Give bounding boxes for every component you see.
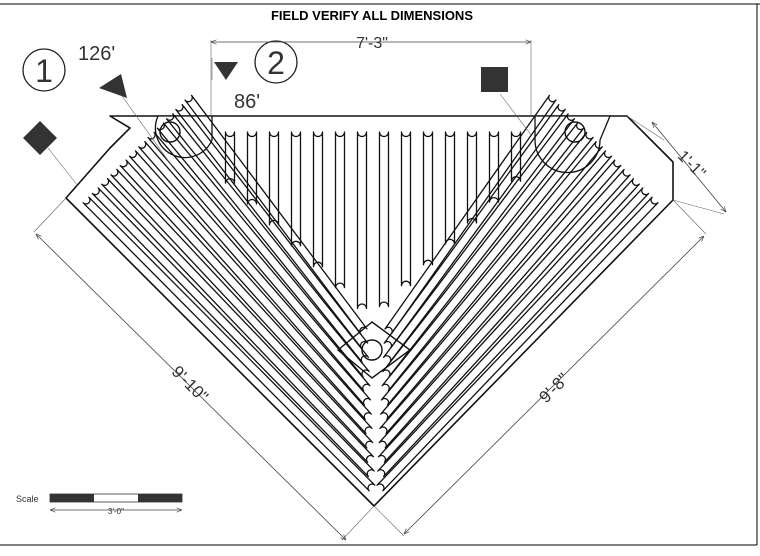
left-dim-ext-bottom	[341, 505, 375, 541]
right-diagonal-slot	[381, 131, 594, 392]
left-diagonal-slot	[147, 131, 371, 392]
drawing-title: FIELD VERIFY ALL DIMENSIONS	[271, 8, 473, 23]
left-diagonal-slot	[91, 187, 375, 478]
left-diagonal-slot	[110, 168, 374, 449]
right-diagonal-slot	[376, 196, 659, 492]
marker-1-angle: 126'	[78, 43, 115, 65]
left-diagonal-slot	[101, 177, 375, 463]
right-diagonal-slot-group	[376, 94, 659, 492]
scale-bar-segment-1	[50, 494, 94, 502]
left-diagonal-slot	[138, 140, 372, 406]
left-dim-ext-top	[33, 197, 67, 233]
marker-1-leader	[121, 95, 173, 167]
right-dim-ext-bottom	[373, 505, 405, 537]
right-flange-label: 1'-1"	[674, 148, 709, 183]
right-edge-label: 9'-8"	[535, 369, 572, 406]
vertical-slot	[356, 131, 368, 310]
mounting-hole-center	[361, 339, 383, 361]
right-dim-line	[404, 236, 704, 534]
marker-1-number: 1	[35, 53, 53, 89]
right-diagonal-slot	[380, 140, 603, 406]
marker-2-angle: 86'	[234, 91, 260, 113]
left-diagonal-slot	[82, 196, 376, 492]
top-width-label: 7'-3"	[356, 35, 388, 52]
scale-label: Scale	[16, 494, 39, 504]
left-diagonal-slot-group	[82, 94, 376, 492]
left-reference-square-icon	[23, 121, 57, 155]
right-diagonal-slot	[378, 168, 631, 449]
right-diagonal-slot	[384, 94, 557, 335]
right-diagonal-slot	[379, 159, 622, 435]
marker-1-circle	[22, 48, 66, 92]
vertical-slot	[488, 131, 500, 203]
right-diagonal-slot	[383, 103, 566, 349]
vertical-slot	[246, 131, 258, 205]
vertical-slot	[466, 131, 478, 224]
right-diagonal-slot	[380, 150, 613, 420]
vertical-slot	[510, 131, 522, 182]
scale-bar-segment-3	[138, 494, 182, 502]
right-diagonal-slot	[382, 113, 576, 363]
marker-2-number: 2	[267, 45, 285, 81]
marker-2-pointer-icon	[214, 62, 238, 80]
right-diagonal-slot	[377, 187, 650, 478]
left-diagonal-slot	[175, 103, 369, 349]
left-dim-line	[36, 234, 346, 540]
flange-ext-bottom	[672, 199, 725, 215]
marker-1-pointer-icon	[99, 74, 127, 98]
right-reference-square-icon	[481, 67, 508, 92]
left-diagonal-slot	[165, 113, 370, 363]
right-reference-leader	[499, 93, 533, 137]
left-diagonal-slot	[119, 159, 373, 435]
left-edge-label: 9'-10"	[168, 362, 212, 406]
left-diagonal-slot	[156, 122, 370, 378]
left-diagonal-slot	[184, 94, 368, 335]
left-reference-leader	[47, 147, 79, 187]
scale-value-label: 3'-0"	[108, 507, 124, 516]
left-diagonal-slot	[128, 150, 372, 421]
vertical-slot	[378, 131, 390, 308]
flange-dim-line	[652, 122, 726, 212]
right-diagonal-slot	[377, 178, 640, 463]
right-dim-ext-top	[672, 199, 707, 235]
right-diagonal-slot	[382, 122, 585, 378]
